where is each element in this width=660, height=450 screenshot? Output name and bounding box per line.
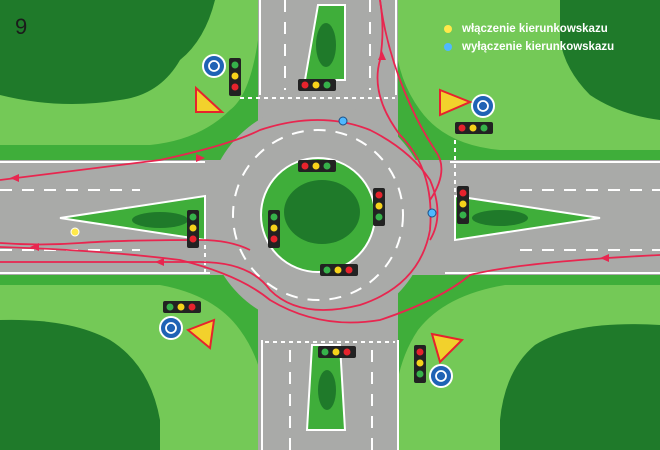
splitter-trees [132,23,528,410]
roundabout-sign-icon [159,316,183,340]
legend: włączenie kierunkowskazu wyłączenie kier… [444,20,614,56]
blinker-off-icon [444,42,452,51]
corner-bottom-right-park [395,285,660,450]
blinker-on-icon [444,24,452,33]
traffic-light-icon [298,160,336,172]
traffic-light-icon [373,188,385,226]
legend-label: wyłączenie kierunkowskazu [462,41,615,53]
traffic-light-icon [457,186,469,224]
traffic-light-icon [320,264,358,276]
traffic-light-icon [187,210,199,248]
traffic-light-icon [163,301,201,313]
traffic-light-icon [229,58,241,96]
give-way-sign-icon [439,88,473,117]
roundabout-sign-icon [471,94,495,118]
route-arrows [10,51,609,266]
legend-item-blinker-on: włączenie kierunkowskazu [444,20,614,38]
blinker-on-icon [70,227,80,237]
page-number: 9 [15,14,28,39]
central-island-trees [284,180,360,244]
blinker-off-icon [338,116,437,218]
roundabout-sign-icon [202,54,226,78]
traffic-light-icon [414,345,426,383]
traffic-light-icon [268,210,280,248]
traffic-light-icon [318,346,356,358]
give-way-sign-icon [430,332,465,364]
traffic-light-icon [455,122,493,134]
give-way-sign-icon [186,318,216,350]
give-way-sign-icon [195,85,225,113]
traffic-light-icon [298,79,336,91]
stop-lines [204,97,456,343]
corner-top-left-park [0,0,258,145]
legend-item-blinker-off: wyłączenie kierunkowskazu [444,38,614,56]
roundabout-sign-icon [429,364,453,388]
legend-label: włączenie kierunkowskazu [462,23,608,35]
corner-top-right-park [395,0,660,150]
vehicle-routes [0,0,660,324]
